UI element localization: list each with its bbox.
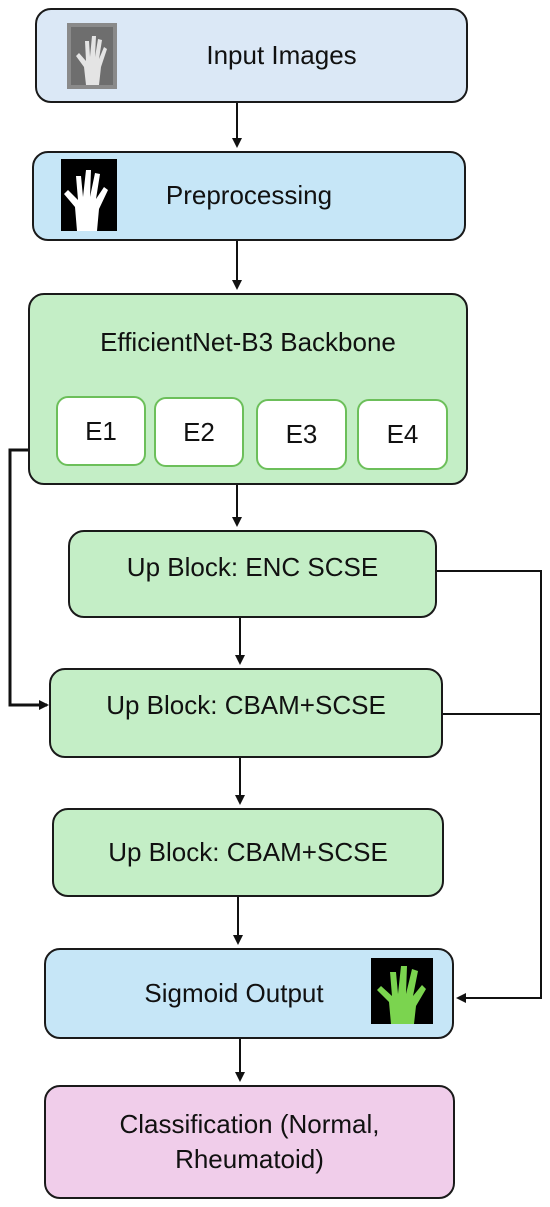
- classification-node: Classification (Normal, Rheumatoid): [44, 1085, 455, 1199]
- up-block-cbam-scse-node-1: Up Block: CBAM+SCSE: [49, 668, 443, 758]
- sigmoid-output-label: Sigmoid Output: [144, 977, 324, 1008]
- backbone-label: EfficientNet-B3 Backbone: [100, 327, 396, 357]
- up-block-1-label: Up Block: ENC SCSE: [126, 552, 379, 582]
- encoder-e1-label: E1: [85, 415, 117, 446]
- hand-segmentation-icon: [371, 958, 433, 1024]
- encoder-e2: E2: [154, 397, 244, 467]
- encoder-e3: E3: [256, 399, 347, 470]
- encoder-e4: E4: [357, 399, 448, 470]
- encoder-e3-label: E3: [285, 419, 318, 449]
- classification-label-line-2: Rheumatoid): [175, 1144, 324, 1174]
- hand-mask-icon: [61, 159, 117, 231]
- encoder-e4-label: E4: [386, 419, 419, 449]
- up-block-enc-scse-node: Up Block: ENC SCSE: [68, 530, 437, 618]
- side-connection-up1-to-sigmoid: [437, 570, 542, 1003]
- classification-label-line-1: Classification (Normal,: [119, 1108, 380, 1139]
- preprocessing-label: Preprocessing: [165, 180, 333, 211]
- skip-connection-backbone-to-up2: [8, 448, 49, 710]
- up-block-cbam-scse-node-2: Up Block: CBAM+SCSE: [52, 808, 444, 897]
- up-block-2-label: Up Block: CBAM+SCSE: [106, 690, 386, 720]
- hand-xray-icon: [67, 23, 117, 89]
- up-block-3-label: Up Block: CBAM+SCSE: [108, 836, 388, 867]
- encoder-e1: E1: [56, 396, 146, 466]
- encoder-e2-label: E2: [183, 416, 215, 447]
- input-images-label: Input Images: [206, 39, 357, 70]
